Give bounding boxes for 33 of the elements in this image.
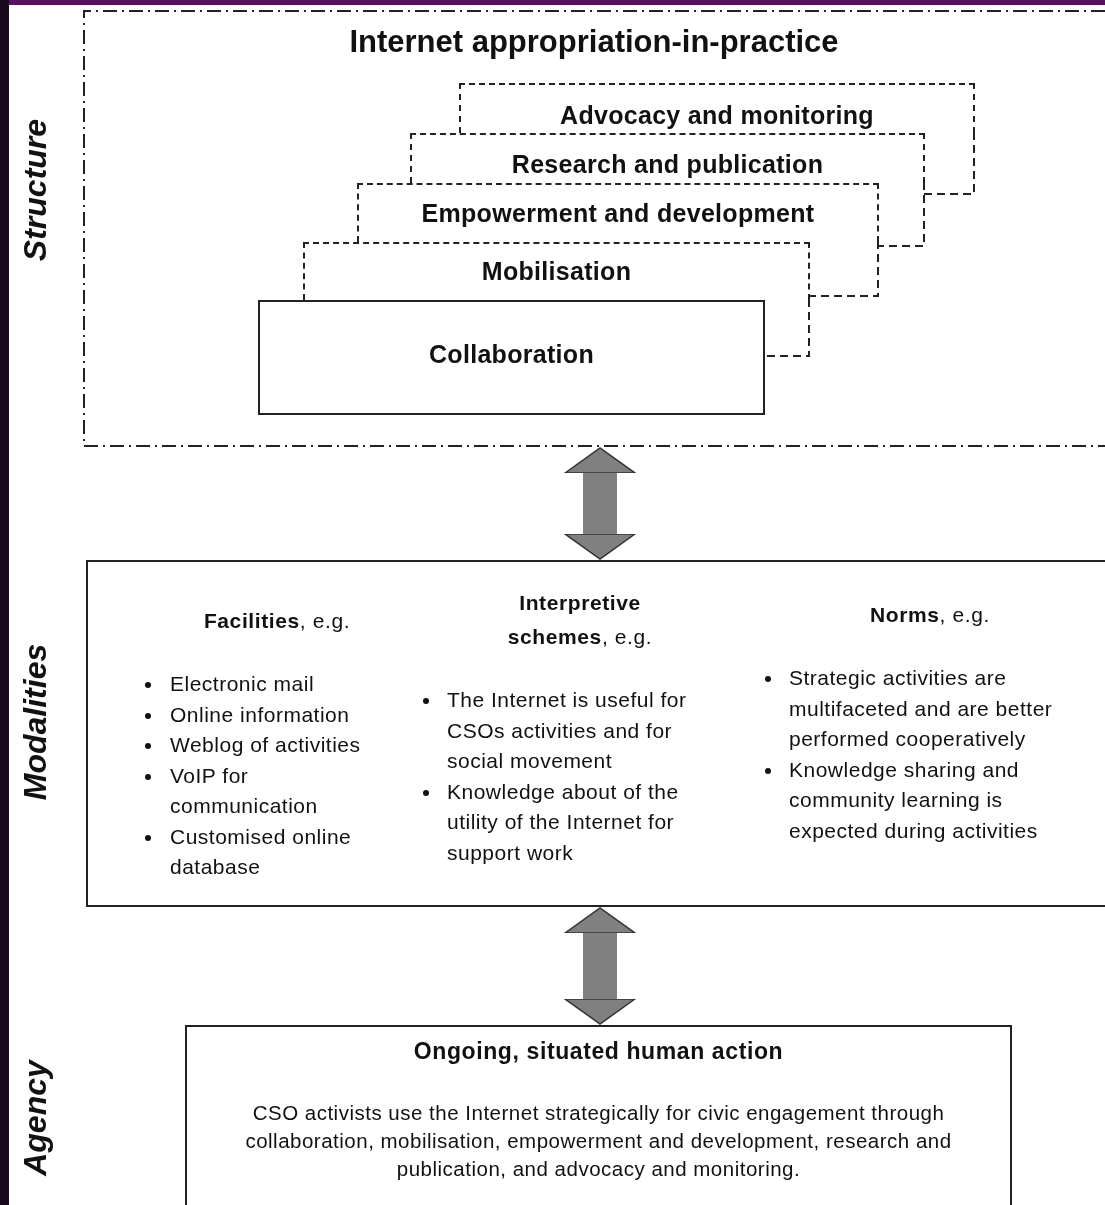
bullet-text: Customised online database	[170, 823, 353, 880]
activity-label: Research and publication	[510, 150, 825, 179]
layer-label: Agency	[16, 1058, 54, 1179]
layer-label: Structure	[16, 117, 54, 264]
activity-box	[258, 300, 765, 415]
bullet-text: Weblog of activities	[170, 732, 362, 758]
bullet-text: The Internet is useful for CSOs activities and for social movement	[447, 687, 688, 774]
modalities-box	[86, 560, 1105, 907]
activity-box	[303, 242, 810, 300]
column-heading: Interpretive schemes, e.g.	[506, 590, 654, 650]
bullet-text: VoIP for communication	[170, 762, 319, 819]
activity-label: Collaboration	[428, 340, 595, 369]
activity-box	[357, 183, 879, 242]
box-heading: Ongoing, situated human action	[412, 1037, 785, 1065]
bullet-text: Electronic mail	[170, 671, 316, 697]
double-arrow	[564, 907, 636, 1025]
structure-frame	[83, 10, 1105, 447]
double-arrow	[564, 447, 636, 560]
column-heading: Norms, e.g.	[869, 602, 991, 628]
structure-title: Internet appropriation-in-practice	[348, 24, 840, 60]
bullet-text: Online information	[170, 701, 351, 728]
agency-box	[185, 1025, 1012, 1205]
activity-label: Mobilisation	[480, 257, 633, 286]
layer-label: Modalities	[16, 642, 54, 803]
activity-label: Empowerment and development	[420, 199, 816, 228]
bullet-text: Knowledge about of the utility of the Internet for support work	[447, 778, 680, 866]
column-heading: Facilities, e.g.	[202, 608, 352, 634]
description-text: CSO activists use the Internet strategically for civic engagement through collaboration, mobilisation, empowerment and development, research and publication, and advocacy and monitoring.	[244, 1100, 953, 1182]
activity-box	[459, 83, 975, 133]
activity-box	[410, 133, 925, 183]
bullet-text: Knowledge sharing and community learning is expected during activities	[789, 756, 1039, 844]
activity-label: Advocacy and monitoring	[559, 101, 875, 130]
bullet-text: Strategic activities are multifaceted and are better performed cooperatively	[789, 665, 1054, 752]
